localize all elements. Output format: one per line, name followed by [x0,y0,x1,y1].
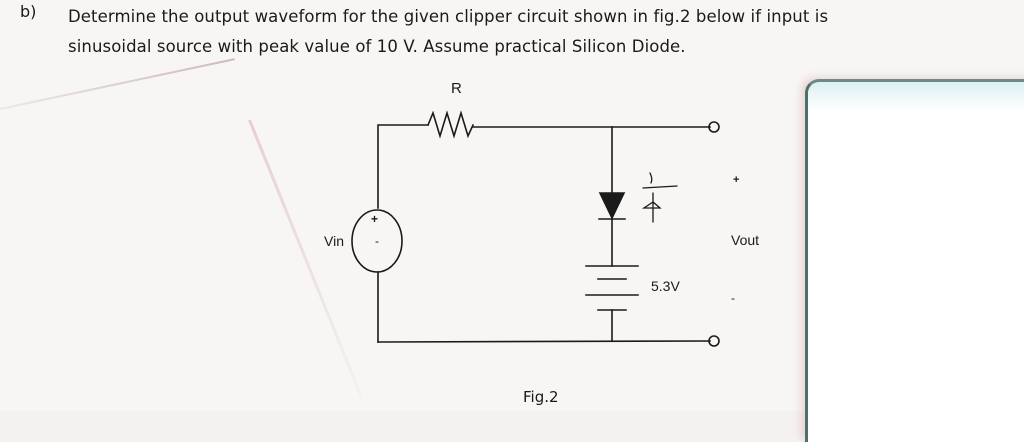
question-label: b) [20,2,37,21]
clipper-circuit-diagram [351,110,720,347]
output-label: Vout [731,232,760,248]
output-plus-sign: + [733,174,740,186]
battery-voltage-label: 5.3V [651,278,680,294]
figure-caption: Fig.2 [523,388,559,406]
output-terminal-bottom [708,335,720,347]
wire-bottom-ground [377,340,711,343]
resistor-symbol [426,110,475,139]
output-terminal-top [708,121,720,133]
output-minus-sign: - [731,291,735,305]
handwritten-diode-annotation [641,172,678,223]
resistor-label: R [451,80,462,97]
source-plus-sign: + [371,212,379,226]
source-minus-sign: - [375,234,379,248]
question-text: Determine the output waveform for the gi… [68,2,1018,62]
source-label: Vin [324,233,344,249]
question-line-1: Determine the output waveform for the gi… [68,7,829,26]
wire-source-to-resistor [377,124,429,209]
voltage-source-symbol [351,209,403,273]
background-card [805,79,1024,442]
battery-symbol [585,265,639,311]
question-line-2: sinusoidal source with peak value of 10 … [68,37,686,56]
diode-symbol [598,192,626,220]
